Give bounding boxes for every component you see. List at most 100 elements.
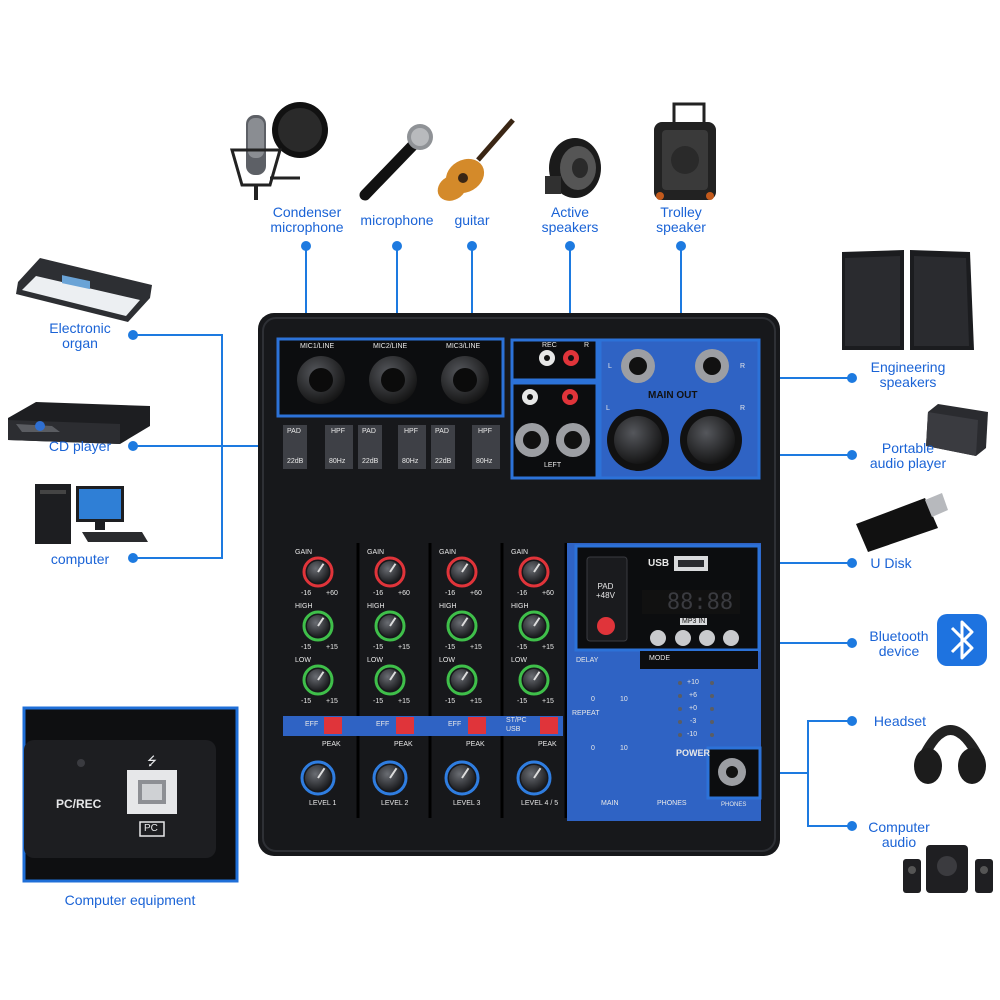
label-line: audio player [869, 455, 947, 471]
level-knob-3[interactable] [444, 760, 480, 796]
portable-audio-player-icon [926, 404, 988, 456]
switch-pad-1[interactable]: PAD [287, 428, 301, 435]
level-meter-leds [678, 681, 714, 737]
switch-pad-2[interactable]: PAD [362, 428, 376, 435]
label-line: speaker [656, 219, 706, 235]
label-portable-audio-player: Portable audio player [856, 441, 960, 471]
low-min: -15 [517, 698, 528, 705]
meter-led [710, 694, 714, 698]
meter-led [678, 681, 682, 685]
low-max: +15 [470, 698, 482, 705]
main-out-r-bottom: R [740, 405, 746, 412]
high-label: HIGH [295, 603, 313, 610]
switch-hpf-3[interactable]: HPF [478, 428, 492, 435]
rca-r-label: R [584, 342, 590, 349]
high-knob-4[interactable] [518, 610, 550, 642]
low-max: +15 [326, 698, 338, 705]
delay-max: 10 [620, 696, 628, 703]
high-knob-3[interactable] [446, 610, 478, 642]
high-min: -15 [373, 644, 384, 651]
low-knob-1[interactable] [302, 664, 334, 696]
low-knob-3[interactable] [446, 664, 478, 696]
eff-strip [283, 716, 563, 736]
low-max: +15 [542, 698, 554, 705]
gain-min: -16 [517, 590, 528, 597]
label-line: CD player [48, 438, 112, 454]
power-label: POWER [676, 748, 711, 758]
input-label-3: MIC3/LINE [446, 343, 481, 350]
meter-minus-3: -3 [690, 718, 697, 725]
electronic-organ-icon [16, 258, 152, 322]
delay-min: 0 [591, 696, 595, 703]
label-condenser-microphone: Condenser microphone [262, 205, 352, 235]
eff-label-1: EFF [305, 721, 319, 728]
svg-text:⭍: ⭍ [147, 754, 157, 768]
level-knob-4[interactable] [516, 760, 552, 796]
label-line: device [878, 643, 920, 659]
high-knob-2[interactable] [374, 610, 406, 642]
label-engineering-speakers: Engineering speakers [856, 360, 960, 390]
level-label-3: LEVEL 3 [453, 800, 481, 807]
high-min: -15 [445, 644, 456, 651]
label-bluetooth-device: Bluetooth device [856, 629, 942, 659]
gain-knob-3[interactable] [446, 556, 478, 588]
label-u-disk: U Disk [856, 556, 926, 571]
main-out-block [598, 338, 761, 480]
label-line: Portable [881, 440, 935, 456]
switch-hpf-2[interactable]: HPF [404, 428, 418, 435]
pad-48v-label: PAD +48V [596, 582, 615, 600]
input-label-2: MIC2/LINE [373, 343, 408, 350]
level-label-2: LEVEL 2 [381, 800, 409, 807]
left-input-label: LEFT [544, 462, 562, 469]
repeat-min: 0 [591, 745, 595, 752]
label-line: Trolley [660, 204, 702, 220]
high-max: +15 [398, 644, 410, 651]
gain-label: GAIN [295, 549, 313, 556]
gain-min: -16 [373, 590, 384, 597]
connection-dots [128, 241, 857, 831]
high-knob-1[interactable] [302, 610, 334, 642]
main-out-label: MAIN OUT [648, 390, 698, 401]
level-label-4: LEVEL 4 / 5 [521, 800, 559, 807]
gain-knob-4[interactable] [518, 556, 550, 588]
label-line: Computer equipment [64, 892, 196, 908]
label-line: Engineering [870, 359, 946, 375]
label-line: Electronic [49, 320, 111, 336]
label-line: Bluetooth [869, 628, 929, 644]
meter-led [678, 720, 682, 724]
label-line: microphone [360, 212, 434, 228]
computer-audio-icon [903, 845, 993, 893]
usb-label: USB [648, 558, 670, 569]
label-line: U Disk [870, 555, 912, 571]
label-line: microphone [270, 219, 344, 235]
label-line: Headset [873, 713, 927, 729]
meter-0: +0 [689, 705, 697, 712]
meter-led [710, 681, 714, 685]
level-knob-1[interactable] [300, 760, 336, 796]
gain-max: +60 [326, 590, 338, 597]
main-out-l-top: L [608, 363, 612, 370]
guitar-icon [437, 118, 515, 201]
meter-10: +10 [687, 679, 699, 686]
low-min: -15 [373, 698, 384, 705]
level-knob-2[interactable] [372, 760, 408, 796]
low-min: -15 [301, 698, 312, 705]
gain-knob-1[interactable] [302, 556, 334, 588]
switch-hpf-1[interactable]: HPF [331, 428, 345, 435]
pad-48v-line: +48V [596, 591, 615, 600]
pc-rec-inset: ⭍ [22, 706, 239, 883]
label-line: Condenser [272, 204, 342, 220]
low-knob-2[interactable] [374, 664, 406, 696]
peak-label-3: PEAK [466, 741, 485, 748]
high-min: -15 [517, 644, 528, 651]
low-knob-4[interactable] [518, 664, 550, 696]
mode-label: MODE [649, 655, 670, 662]
repeat-max: 10 [620, 745, 628, 752]
engineering-speakers-icon [842, 250, 974, 350]
rca-rec-label: REC [542, 342, 557, 349]
switch-pad-3[interactable]: PAD [435, 428, 449, 435]
mp3-in-label: MP3 IN [680, 618, 708, 625]
gain-knob-2[interactable] [374, 556, 406, 588]
headset-icon [914, 725, 986, 784]
low-label: LOW [439, 657, 455, 664]
